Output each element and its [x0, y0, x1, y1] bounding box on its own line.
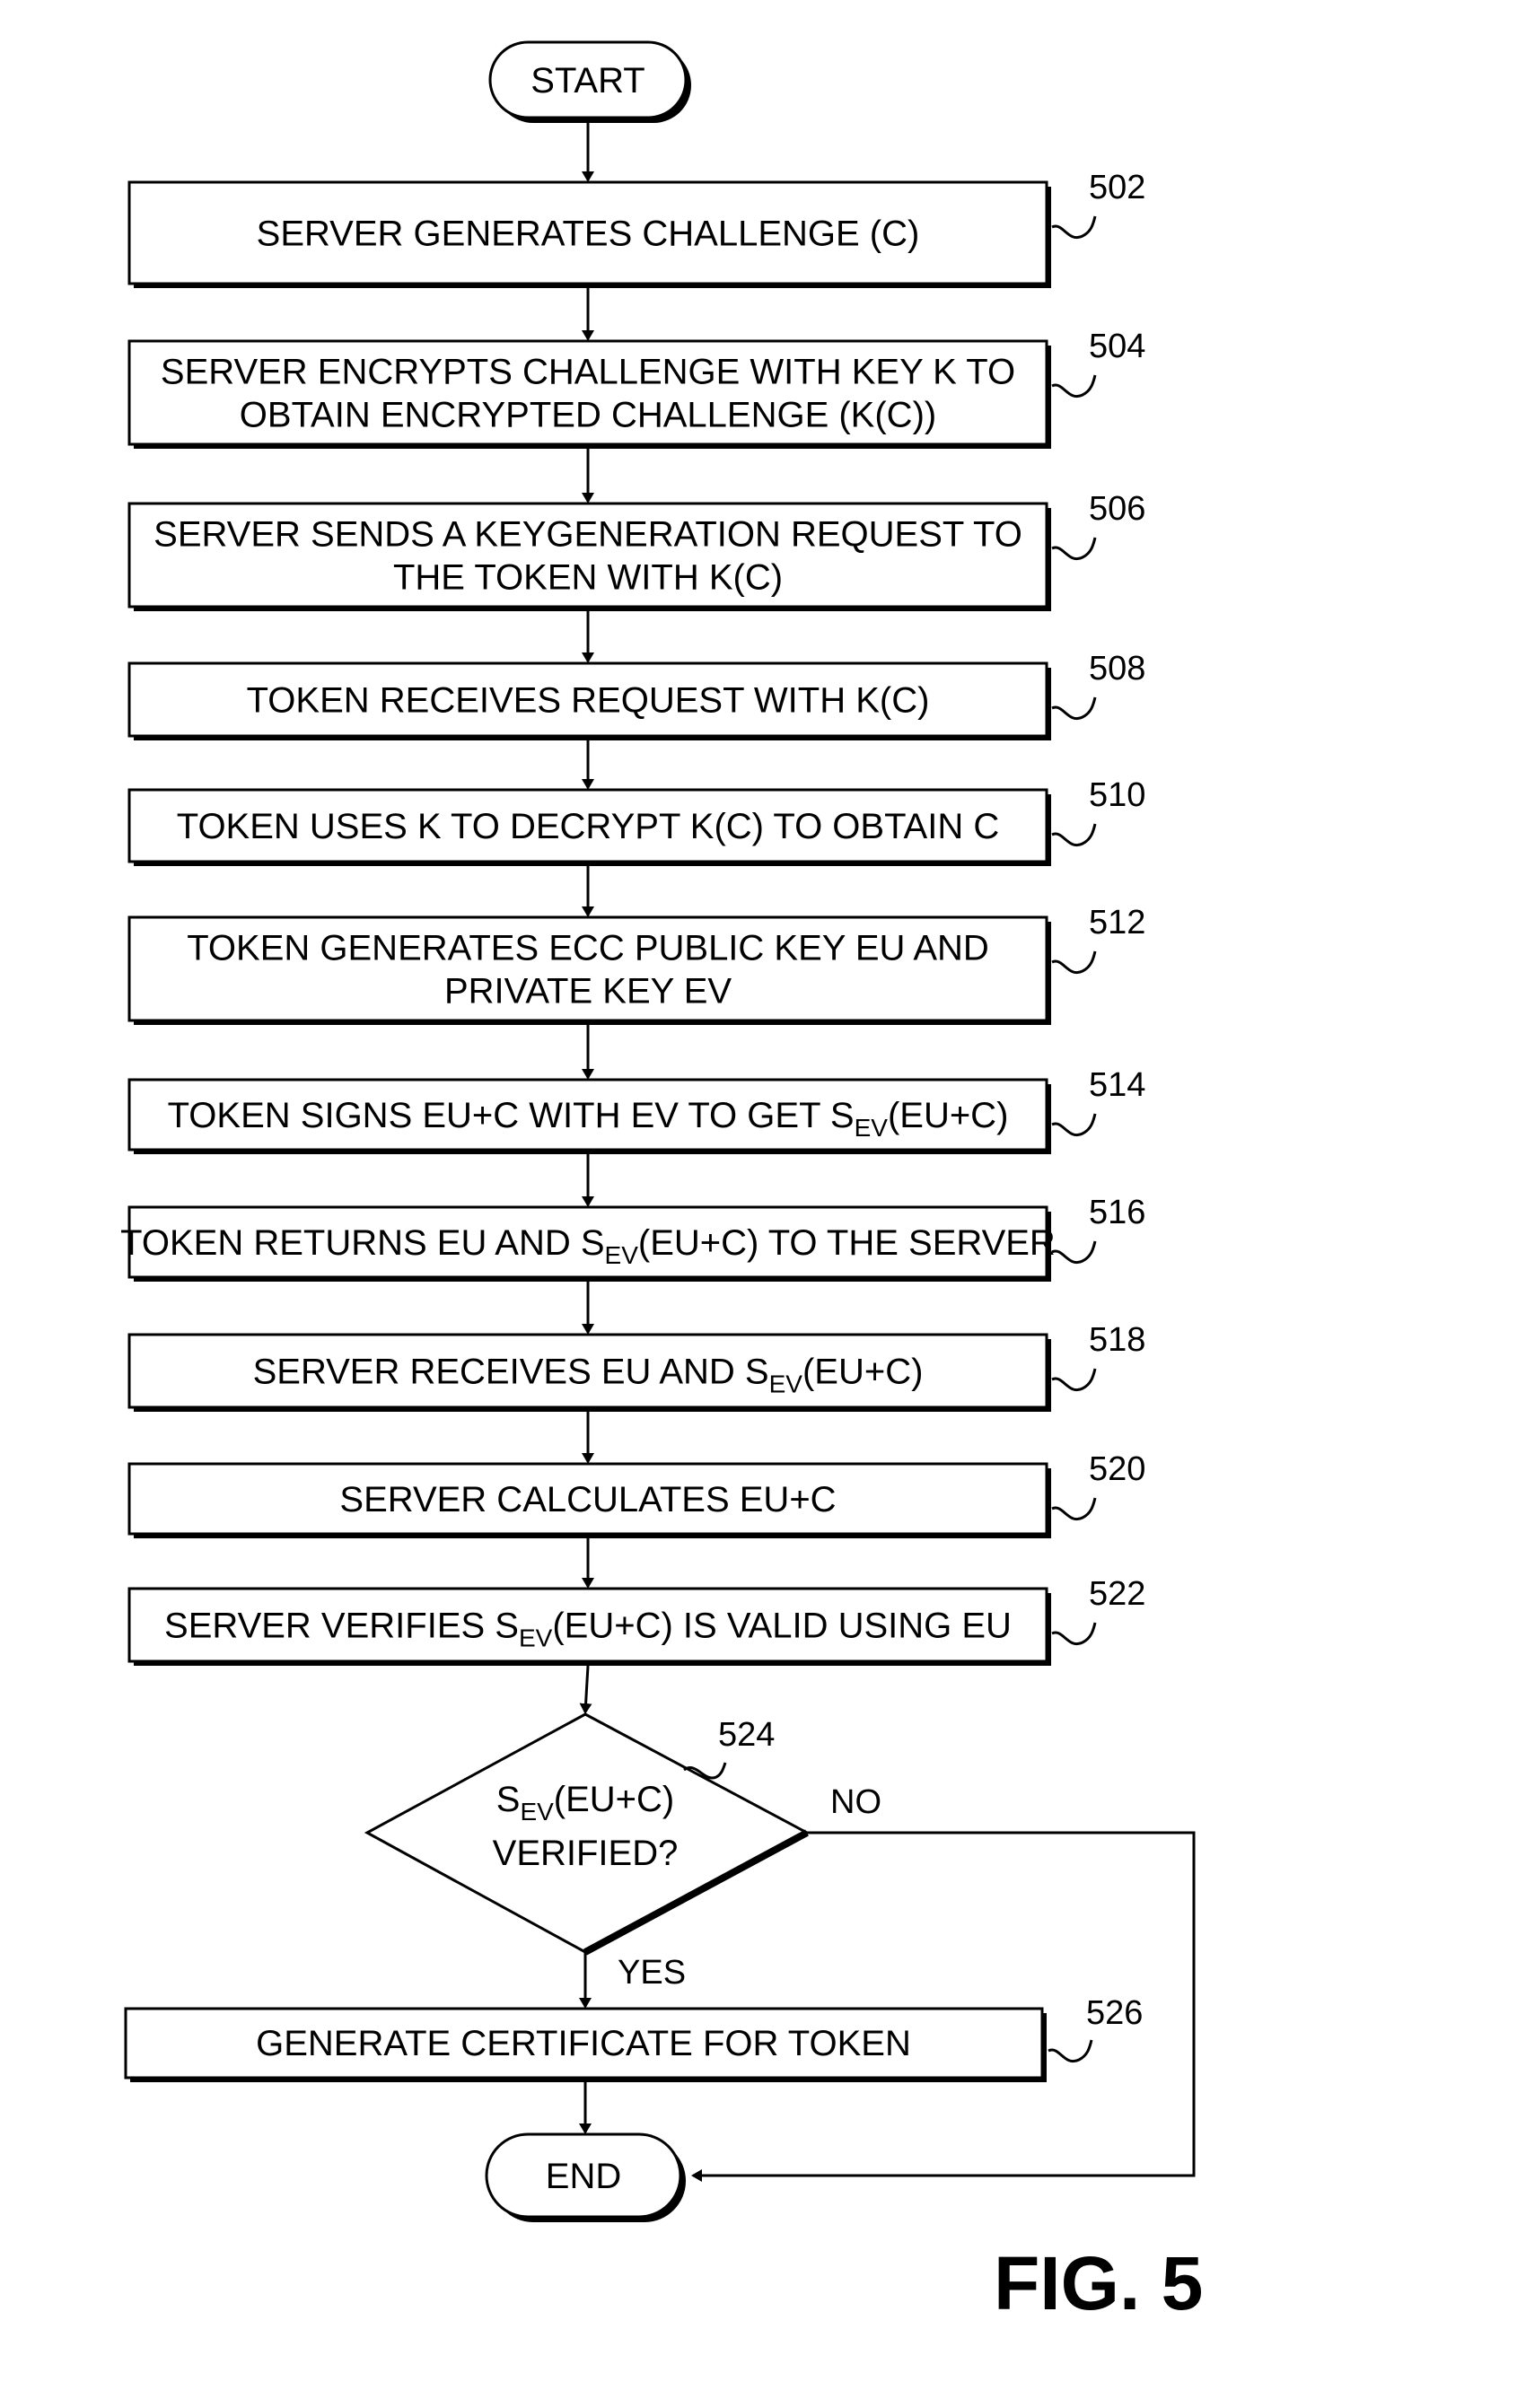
- step-ref-number: 520: [1089, 1450, 1145, 1488]
- process-step-514: TOKEN SIGNS EU+C WITH EV TO GET SEV(EU+C…: [129, 1066, 1145, 1154]
- step-text: SERVER CALCULATES EU+C: [339, 1480, 836, 1519]
- step-ref-number: 516: [1089, 1194, 1145, 1231]
- step-ref-number: 502: [1089, 169, 1145, 206]
- step-ref-number: 510: [1089, 776, 1145, 814]
- yes-label: YES: [618, 1954, 686, 1992]
- process-step-504: SERVER ENCRYPTS CHALLENGE WITH KEY K TO O…: [129, 328, 1145, 449]
- step-ref-number: 506: [1089, 490, 1145, 528]
- step-ref-number: 522: [1089, 1575, 1145, 1613]
- leader-squiggle: [1052, 1241, 1095, 1263]
- step-text: PRIVATE KEY EV: [444, 972, 732, 1011]
- process-step-522: SERVER VERIFIES SEV(EU+C) IS VALID USING…: [129, 1575, 1145, 1666]
- step-text: SERVER VERIFIES SEV(EU+C) IS VALID USING…: [164, 1607, 1012, 1652]
- step-text: GENERATE CERTIFICATE FOR TOKEN: [256, 2024, 911, 2063]
- flow-arrow: [585, 1666, 588, 1712]
- no-label: NO: [830, 1783, 881, 1821]
- leader-squiggle: [1052, 824, 1095, 845]
- end-label: END: [546, 2157, 621, 2196]
- decision-ref-number: 524: [718, 1716, 775, 1754]
- leader-squiggle: [1052, 538, 1095, 559]
- process-step-502: SERVER GENERATES CHALLENGE (C) 502: [129, 169, 1145, 288]
- step-ref-number: 512: [1089, 904, 1145, 941]
- leader-squiggle: [1052, 697, 1095, 719]
- leader-squiggle: [1052, 1498, 1095, 1519]
- step-text: SERVER ENCRYPTS CHALLENGE WITH KEY K TO: [161, 353, 1015, 392]
- leader-squiggle: [1052, 951, 1095, 973]
- leader-squiggle: [1048, 2040, 1092, 2062]
- process-step-508: TOKEN RECEIVES REQUEST WITH K(C) 508: [129, 650, 1145, 740]
- figure-label: FIG. 5: [994, 2241, 1203, 2325]
- decision-text: VERIFIED?: [493, 1834, 679, 1873]
- step-text: TOKEN GENERATES ECC PUBLIC KEY EU AND: [187, 929, 989, 968]
- step-ref-number: 526: [1086, 1994, 1143, 2032]
- leader-squiggle: [1052, 1114, 1095, 1135]
- process-step-526: GENERATE CERTIFICATE FOR TOKEN 526: [126, 1994, 1143, 2082]
- leader-squiggle: [1052, 375, 1095, 397]
- step-text: TOKEN RETURNS EU AND SEV(EU+C) TO THE SE…: [120, 1223, 1056, 1269]
- leader-squiggle: [1052, 1369, 1095, 1390]
- decision-diamond: SEV(EU+C)VERIFIED?524NOYES: [367, 1714, 881, 1992]
- step-text: THE TOKEN WITH K(C): [393, 558, 783, 598]
- process-step-520: SERVER CALCULATES EU+C 520: [129, 1450, 1145, 1538]
- step-ref-number: 508: [1089, 650, 1145, 687]
- step-text: OBTAIN ENCRYPTED CHALLENGE (K(C)): [240, 396, 936, 435]
- step-ref-number: 504: [1089, 328, 1145, 365]
- step-text: TOKEN RECEIVES REQUEST WITH K(C): [247, 681, 930, 721]
- step-text: SERVER SENDS A KEYGENERATION REQUEST TO: [153, 515, 1022, 555]
- process-step-516: TOKEN RETURNS EU AND SEV(EU+C) TO THE SE…: [120, 1194, 1145, 1282]
- process-step-518: SERVER RECEIVES EU AND SEV(EU+C) 518: [129, 1321, 1145, 1412]
- leader-squiggle: [1052, 216, 1095, 238]
- process-step-512: TOKEN GENERATES ECC PUBLIC KEY EU AND PRI…: [129, 904, 1145, 1025]
- leader-squiggle: [1052, 1623, 1095, 1644]
- process-step-506: SERVER SENDS A KEYGENERATION REQUEST TOT…: [129, 490, 1145, 611]
- step-ref-number: 518: [1089, 1321, 1145, 1359]
- end-terminal: END: [487, 2134, 686, 2222]
- step-text: SERVER RECEIVES EU AND SEV(EU+C): [253, 1353, 924, 1398]
- step-ref-number: 514: [1089, 1066, 1145, 1104]
- start-terminal: START: [490, 42, 691, 123]
- step-text: SERVER GENERATES CHALLENGE (C): [257, 215, 920, 254]
- step-text: TOKEN USES K TO DECRYPT K(C) TO OBTAIN C: [177, 807, 1000, 846]
- start-label: START: [531, 61, 645, 101]
- process-step-510: TOKEN USES K TO DECRYPT K(C) TO OBTAIN C…: [129, 776, 1145, 866]
